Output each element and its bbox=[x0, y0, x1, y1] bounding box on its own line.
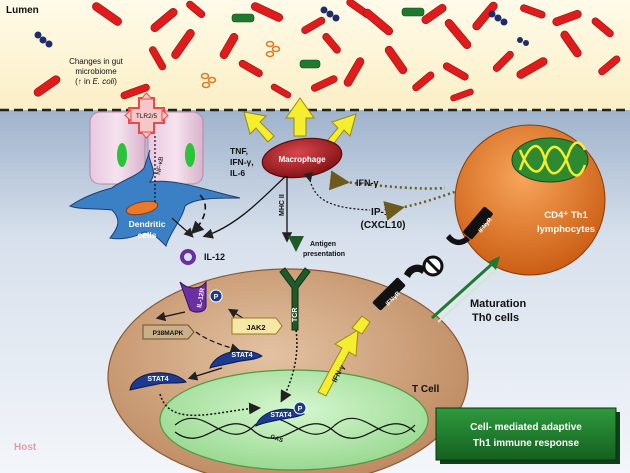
cytokines-label-3: IL-6 bbox=[230, 168, 245, 178]
tcr-receptor-icon bbox=[279, 267, 311, 331]
host-label: Host bbox=[14, 442, 37, 453]
maturation-label-1: Maturation bbox=[470, 298, 527, 310]
antigen-triangle-icon bbox=[288, 236, 304, 252]
stat4-label-left: STAT4 bbox=[147, 376, 168, 383]
stat4-protein-icon bbox=[209, 350, 263, 369]
stat4-protein-icon bbox=[255, 408, 305, 427]
mhc-label: MHC II bbox=[279, 194, 286, 216]
dendritic-nucleus bbox=[125, 200, 159, 216]
lumen-label: Lumen bbox=[6, 5, 39, 16]
maturation-arrow bbox=[430, 256, 500, 323]
microbiome-text-1: Changes in gut bbox=[69, 57, 124, 66]
phospho-icon bbox=[209, 289, 223, 303]
ifn-gamma-label: IFN-γ bbox=[356, 178, 379, 188]
ifngr-receptor-icon bbox=[372, 264, 426, 311]
tcell-label: T Cell bbox=[412, 384, 439, 395]
jak2-label: JAK2 bbox=[246, 323, 265, 332]
ip10-label-2: (CXCL10) bbox=[360, 220, 405, 231]
response-box bbox=[435, 407, 620, 464]
tlr-label: TLR2/5 bbox=[136, 113, 158, 120]
p38mapk-label: P38MAPK bbox=[153, 330, 184, 337]
antigen-label-2: presentation bbox=[303, 251, 345, 258]
jak2-box bbox=[231, 317, 283, 335]
cd4-label-1: CD4⁺ Th1 bbox=[544, 210, 588, 221]
dna-icon bbox=[518, 141, 587, 175]
microbiome-text-2: microbiome bbox=[75, 67, 117, 76]
antigen-label-1: Antigen bbox=[310, 241, 336, 248]
p38mapk-box bbox=[142, 324, 195, 340]
ifn-gamma-secretion-arrow bbox=[317, 329, 359, 397]
response-label-2: Th1 immune response bbox=[473, 438, 580, 449]
gas-label: GAS bbox=[269, 434, 283, 444]
macrophage-label: Macrophage bbox=[278, 155, 326, 164]
dendritic-label-1: Dendritic bbox=[129, 219, 166, 229]
ifn-gamma-molecule-icon bbox=[351, 315, 371, 335]
stat4-protein-icon bbox=[129, 372, 187, 391]
maturation-label-2: Th0 cells bbox=[472, 312, 519, 324]
cytokine-release-arrows bbox=[243, 97, 357, 147]
tcr-label: TCR bbox=[292, 308, 299, 322]
stat4-label-right: STAT4 bbox=[231, 352, 252, 359]
epithelial-cells bbox=[89, 111, 204, 185]
lumen-region bbox=[0, 0, 630, 110]
block-icon bbox=[422, 255, 444, 277]
ip10-label-1: IP-10 bbox=[371, 207, 395, 218]
il12-ligand-icon bbox=[180, 249, 196, 265]
response-label-1: Cell- mediated adaptive bbox=[470, 422, 582, 433]
dna-strand bbox=[174, 417, 416, 435]
cytokines-label-1: TNF, bbox=[230, 146, 248, 156]
bacteria-icon bbox=[34, 6, 529, 48]
il12r-label: IL-12R bbox=[196, 287, 206, 308]
bacteria-icon bbox=[200, 40, 281, 89]
phospho-icon bbox=[293, 401, 307, 415]
ifngr-receptor-icon bbox=[446, 206, 493, 246]
microbiome-text-3: (↑ in E. coli) bbox=[75, 77, 117, 86]
phospho-label-2: P bbox=[298, 406, 303, 413]
cd4-label-2: lymphocytes bbox=[537, 224, 595, 235]
il12r-receptor-icon bbox=[179, 280, 207, 313]
phospho-label-1: P bbox=[214, 294, 219, 301]
il12-label: IL-12 bbox=[204, 252, 225, 262]
cytokines-label-2: IFN-γ, bbox=[230, 157, 254, 167]
bacteria-icon bbox=[33, 0, 621, 102]
tlr-receptor-icon bbox=[124, 92, 169, 139]
stat4-label-nucleus: STAT4 bbox=[270, 412, 291, 419]
bacteria-icon bbox=[231, 7, 425, 69]
nfkb-label: NF-κB bbox=[155, 156, 165, 175]
dendritic-label-2: cells bbox=[138, 230, 157, 240]
